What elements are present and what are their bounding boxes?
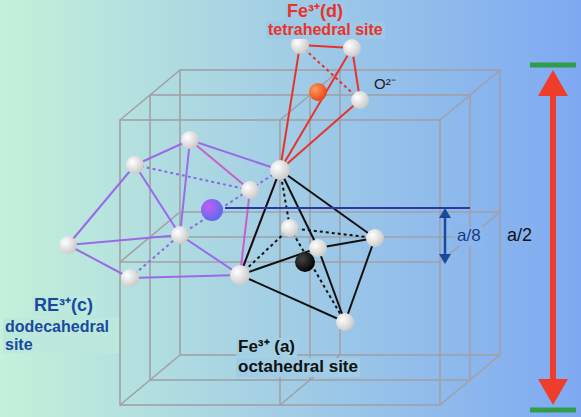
oxygen-atoms (59, 36, 384, 331)
site-cation-label: Fe³⁺(d) (285, 2, 345, 22)
octahedron (240, 170, 375, 322)
dimension-label: a/2 (505, 226, 534, 246)
ion-label: O²⁻ (372, 76, 398, 93)
octahedral-cation (295, 252, 315, 272)
tetrahedron (280, 45, 360, 170)
dimension-label: a/8 (455, 227, 483, 246)
site-cation-label: RE³⁺(c) (32, 296, 95, 316)
site-cation-label: Fe³⁺ (a) (236, 338, 297, 357)
site-name: octahedral site (236, 358, 360, 377)
a8-dimension-arrow (439, 208, 451, 264)
tetrahedral-cation (309, 83, 327, 101)
site-name: tetrahedral site (266, 21, 385, 39)
dodecahedral-cation (201, 199, 223, 221)
reference-line (225, 207, 470, 209)
site-name: dodecahedral site (3, 318, 119, 353)
a2-dimension-arrow (530, 65, 576, 410)
